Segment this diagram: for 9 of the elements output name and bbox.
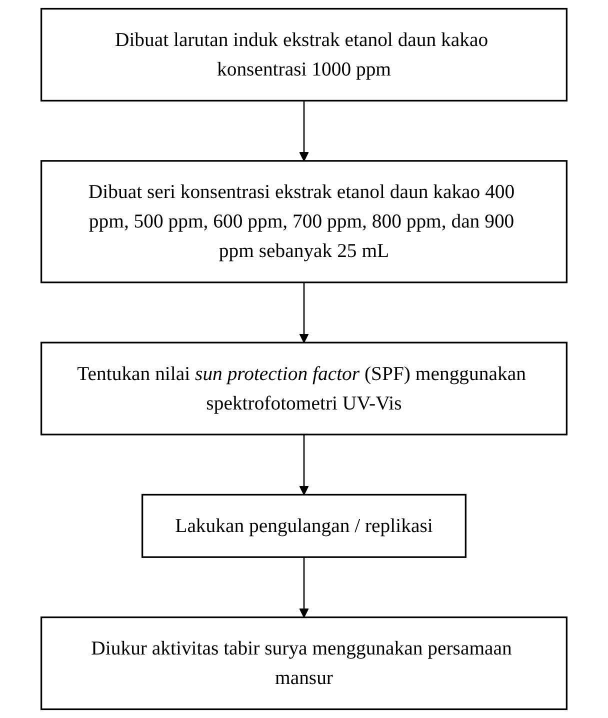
arrow — [299, 282, 309, 344]
node-box: Tentukan nilai sun protection factor (SPF) menggunakan spektrofotometri UV-Vis — [40, 342, 568, 436]
arrow — [299, 434, 309, 496]
node-box: Dibuat seri konsentrasi ekstrak etanol daun kakao 400 ppm, 500 ppm, 600 ppm, 700 ppm, 800 ppm, dan 900 ppm sebanyak 25 mL — [40, 160, 568, 284]
arrow — [299, 100, 309, 162]
arrow — [299, 557, 309, 618]
node-box: Dibuat larutan induk ekstrak etanol daun kakao konsentrasi 1000 ppm — [40, 8, 568, 102]
node-box: Lakukan pengulangan / replikasi — [142, 494, 466, 558]
node-box: Diukur aktivitas tabir surya menggunakan persamaan mansur — [40, 616, 568, 710]
